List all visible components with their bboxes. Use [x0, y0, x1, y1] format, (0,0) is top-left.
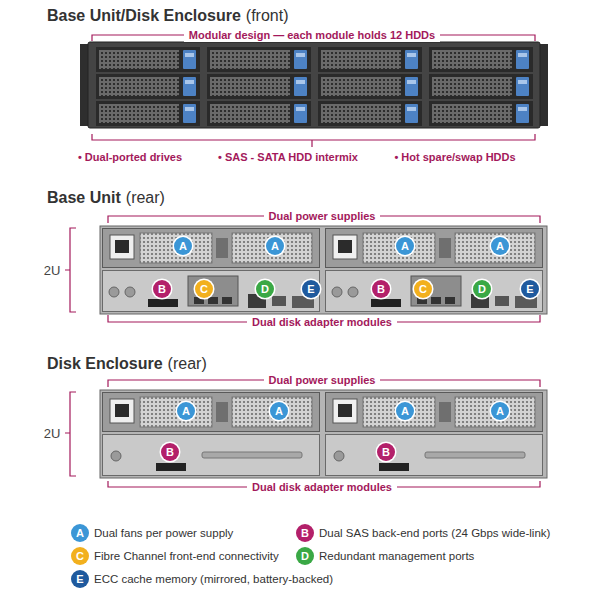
legend-text: Redundant management ports: [319, 549, 474, 563]
legend-text: Dual fans per power supply: [94, 526, 233, 540]
callout-letter: A: [266, 237, 284, 255]
callout-letter: B: [377, 443, 395, 461]
callout-letter: B: [372, 280, 390, 298]
legend-text: Fibre Channel front-end connectivity: [94, 549, 279, 563]
section-heading: Base Unit: [47, 189, 121, 207]
view-label: (rear): [168, 355, 207, 373]
height-dimension: 2U: [44, 263, 61, 278]
callout-letter: B: [161, 443, 179, 461]
legend-letter: E: [71, 570, 89, 588]
section-heading: Disk Enclosure: [47, 355, 163, 373]
callout-letter: A: [270, 402, 288, 420]
section-heading: Base Unit/Disk Enclosure: [47, 7, 241, 25]
callout-letter: B: [153, 280, 171, 298]
callout-letter: A: [396, 402, 414, 420]
callout-letter: E: [521, 280, 539, 298]
bracket-label: Dual disk adapter modules: [247, 480, 397, 494]
callout-letter: C: [414, 280, 432, 298]
legend-text: Dual SAS back-end ports (24 Gbps wide-li…: [319, 526, 550, 540]
callout-letter: A: [396, 237, 414, 255]
legend-letter: D: [296, 547, 314, 565]
legend-text: ECC cache memory (mirrored, battery-back…: [94, 572, 333, 586]
bracket-label: Dual power supplies: [264, 373, 381, 387]
legend-letter: C: [71, 547, 89, 565]
callout-letter: A: [491, 402, 509, 420]
view-label: (front): [246, 7, 289, 25]
feature-bullet: • SAS - SATA HDD intermix: [218, 150, 358, 164]
callout-letter: A: [491, 237, 509, 255]
bracket-label: Modular design — each module holds 12 HD…: [184, 28, 440, 42]
callout-letter: D: [473, 280, 491, 298]
callout-letter: C: [195, 280, 213, 298]
bracket-label: Dual power supplies: [264, 209, 381, 223]
callout-letter: D: [256, 280, 274, 298]
callout-letter: A: [174, 237, 192, 255]
legend-letter: B: [296, 524, 314, 542]
callout-letter: A: [177, 402, 195, 420]
feature-bullet: • Dual-ported drives: [78, 150, 182, 164]
bracket-label: Dual disk adapter modules: [247, 315, 397, 329]
callout-letter: E: [302, 280, 320, 298]
feature-bullet: • Hot spare/swap HDDs: [394, 150, 515, 164]
view-label: (rear): [126, 189, 165, 207]
height-dimension: 2U: [44, 426, 61, 441]
legend-letter: A: [71, 524, 89, 542]
